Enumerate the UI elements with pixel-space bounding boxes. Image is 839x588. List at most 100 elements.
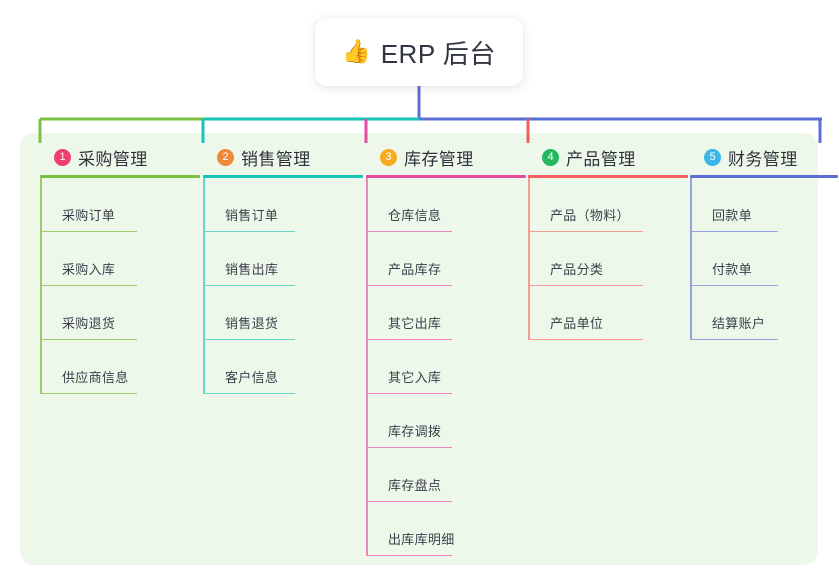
branch-items-1: 采购订单采购入库采购退货供应商信息	[40, 178, 200, 394]
leaf-rule	[366, 338, 452, 340]
leaf-item[interactable]: 其它入库	[366, 340, 526, 394]
leaf-item[interactable]: 销售出库	[203, 232, 363, 286]
leaf-label: 出库库明细	[388, 532, 455, 547]
leaf-rule	[40, 338, 137, 340]
branch-spine-3	[366, 178, 368, 556]
leaf-rule	[366, 554, 452, 556]
leaf-label: 采购入库	[62, 262, 116, 277]
branch-title-4: 产品管理	[566, 149, 636, 169]
leaf-item[interactable]: 采购入库	[40, 232, 200, 286]
branch-spine-2	[203, 178, 205, 394]
leaf-rule	[203, 338, 295, 340]
leaf-item[interactable]: 回款单	[690, 178, 838, 232]
branch-spine-1	[40, 178, 42, 394]
leaf-label: 其它出库	[388, 316, 442, 331]
leaf-item[interactable]: 产品分类	[528, 232, 688, 286]
branch-title-3: 库存管理	[404, 149, 474, 169]
leaf-rule	[203, 392, 295, 394]
branch-badge-5: 5	[704, 148, 721, 166]
leaf-rule	[366, 500, 452, 502]
leaf-label: 产品（物料）	[550, 208, 630, 223]
leaf-rule	[203, 230, 295, 232]
leaf-rule	[366, 392, 452, 394]
leaf-label: 产品单位	[550, 316, 604, 331]
branch-column-3: 3 库存管理仓库信息产品库存其它出库其它入库库存调拨库存盘点出库库明细	[366, 145, 526, 556]
leaf-rule	[366, 230, 452, 232]
leaf-item[interactable]: 供应商信息	[40, 340, 200, 394]
branch-spine-5	[690, 178, 692, 340]
leaf-label: 客户信息	[225, 370, 279, 385]
branch-header-1[interactable]: 1 采购管理	[40, 145, 200, 169]
leaf-item[interactable]: 产品（物料）	[528, 178, 688, 232]
leaf-item[interactable]: 付款单	[690, 232, 838, 286]
branch-rule-4	[528, 175, 688, 178]
leaf-item[interactable]: 销售退货	[203, 286, 363, 340]
leaf-rule	[366, 446, 452, 448]
leaf-rule	[528, 284, 643, 286]
branch-column-5: 5 财务管理回款单付款单结算账户	[690, 145, 838, 340]
leaf-item[interactable]: 产品库存	[366, 232, 526, 286]
leaf-label: 销售订单	[225, 208, 279, 223]
branch-header-3[interactable]: 3 库存管理	[366, 145, 526, 169]
branch-spine-4	[528, 178, 530, 340]
leaf-label: 销售退货	[225, 316, 279, 331]
leaf-rule	[690, 230, 778, 232]
leaf-rule	[366, 284, 452, 286]
leaf-rule	[40, 392, 137, 394]
branch-items-2: 销售订单销售出库销售退货客户信息	[203, 178, 363, 394]
leaf-label: 库存调拨	[388, 424, 442, 439]
branches-panel	[20, 133, 818, 565]
leaf-label: 回款单	[712, 208, 752, 223]
leaf-label: 库存盘点	[388, 478, 442, 493]
branch-badge-4: 4	[542, 148, 559, 166]
leaf-item[interactable]: 客户信息	[203, 340, 363, 394]
leaf-label: 仓库信息	[388, 208, 442, 223]
branch-header-4[interactable]: 4 产品管理	[528, 145, 688, 169]
leaf-item[interactable]: 采购订单	[40, 178, 200, 232]
root-node[interactable]: 👍 ERP 后台	[315, 18, 523, 86]
branch-rule-5	[690, 175, 838, 178]
branch-column-1: 1 采购管理采购订单采购入库采购退货供应商信息	[40, 145, 200, 394]
branch-column-2: 2 销售管理销售订单销售出库销售退货客户信息	[203, 145, 363, 394]
leaf-label: 付款单	[712, 262, 752, 277]
branch-rule-1	[40, 175, 200, 178]
leaf-label: 结算账户	[712, 316, 766, 331]
branch-rule-2	[203, 175, 363, 178]
leaf-item[interactable]: 采购退货	[40, 286, 200, 340]
leaf-item[interactable]: 销售订单	[203, 178, 363, 232]
leaf-label: 销售出库	[225, 262, 279, 277]
thumbs-up-icon: 👍	[342, 38, 371, 65]
leaf-item[interactable]: 出库库明细	[366, 502, 526, 556]
leaf-rule	[528, 230, 643, 232]
leaf-rule	[690, 284, 778, 286]
branch-title-1: 采购管理	[78, 149, 148, 169]
leaf-label: 产品分类	[550, 262, 604, 277]
leaf-label: 采购订单	[62, 208, 116, 223]
leaf-item[interactable]: 仓库信息	[366, 178, 526, 232]
branch-rule-3	[366, 175, 526, 178]
leaf-item[interactable]: 库存盘点	[366, 448, 526, 502]
leaf-label: 其它入库	[388, 370, 442, 385]
branch-badge-1: 1	[54, 148, 71, 166]
leaf-rule	[203, 284, 295, 286]
leaf-item[interactable]: 结算账户	[690, 286, 838, 340]
branch-badge-2: 2	[217, 148, 234, 166]
branch-header-2[interactable]: 2 销售管理	[203, 145, 363, 169]
leaf-rule	[40, 284, 137, 286]
leaf-label: 产品库存	[388, 262, 442, 277]
branch-header-5[interactable]: 5 财务管理	[690, 145, 838, 169]
leaf-item[interactable]: 库存调拨	[366, 394, 526, 448]
leaf-item[interactable]: 其它出库	[366, 286, 526, 340]
leaf-rule	[690, 338, 778, 340]
leaf-item[interactable]: 产品单位	[528, 286, 688, 340]
root-title: ERP 后台	[380, 38, 496, 69]
branch-badge-3: 3	[380, 148, 397, 166]
branch-title-2: 销售管理	[241, 149, 311, 169]
branch-items-5: 回款单付款单结算账户	[690, 178, 838, 340]
branch-title-5: 财务管理	[728, 149, 798, 169]
branch-items-4: 产品（物料） 产品分类产品单位	[528, 178, 688, 340]
leaf-rule	[528, 338, 643, 340]
leaf-rule	[40, 230, 137, 232]
